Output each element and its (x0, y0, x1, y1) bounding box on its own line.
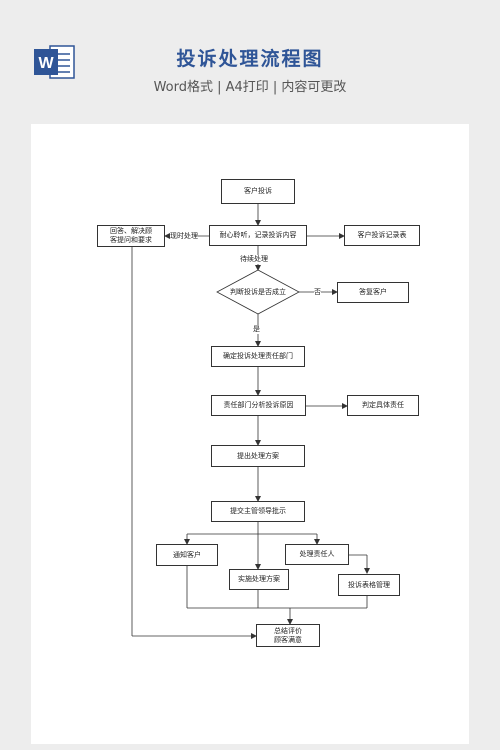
node-reply-line1: 回答、解决顾 (110, 227, 152, 235)
node-summary-line2: 顾客满意 (274, 635, 302, 644)
node-summary-line1: 总结评价 (274, 626, 302, 635)
flowchart-page: 客户投诉 耐心聆听，记录投诉内容 客户投诉记录表 回答、解决顾 客提问和要求 判… (31, 124, 469, 744)
node-judge-complaint: 判断投诉是否成立 (230, 288, 286, 296)
node-answer-customer: 答复客户 (337, 282, 409, 303)
decision-diamond (216, 269, 300, 315)
word-icon-letter: W (38, 55, 54, 72)
node-confirm-dept: 确定投诉处理责任部门 (211, 346, 305, 367)
node-judge-responsibility: 判定具体责任 (347, 395, 419, 416)
node-notify-customer: 通知客户 (156, 544, 218, 566)
node-submit-approval: 提交主管领导批示 (211, 501, 305, 522)
header: W 投诉处理流程图 Word格式 | A4打印 | 内容可更改 (0, 0, 500, 120)
node-reply-customer: 回答、解决顾 客提问和要求 (97, 225, 165, 247)
node-customer-complaint: 客户投诉 (221, 179, 295, 204)
node-complaint-record-sheet: 客户投诉记录表 (344, 225, 420, 246)
page-title: 投诉处理流程图 (176, 48, 324, 70)
label-pending: 待续处理 (240, 255, 268, 264)
node-form-management: 投诉表格管理 (338, 574, 400, 596)
label-no: 否 (314, 288, 321, 297)
flowchart-connectors (131, 204, 370, 639)
page-subtitle: Word格式 | A4打印 | 内容可更改 (153, 80, 347, 95)
node-listen-record: 耐心聆听，记录投诉内容 (209, 225, 307, 246)
node-implement-plan: 实施处理方案 (229, 569, 289, 590)
word-icon: W (34, 45, 75, 79)
label-yes: 是 (253, 325, 260, 334)
node-summary: 总结评价 顾客满意 (256, 624, 320, 647)
node-analyze-cause: 责任部门分析投诉原因 (211, 395, 306, 416)
label-immediate: 现时处理 (170, 232, 198, 241)
node-propose-plan: 提出处理方案 (211, 445, 305, 467)
node-reply-line2: 客提问和要求 (110, 236, 152, 244)
node-handle-person: 处理责任人 (285, 544, 349, 565)
